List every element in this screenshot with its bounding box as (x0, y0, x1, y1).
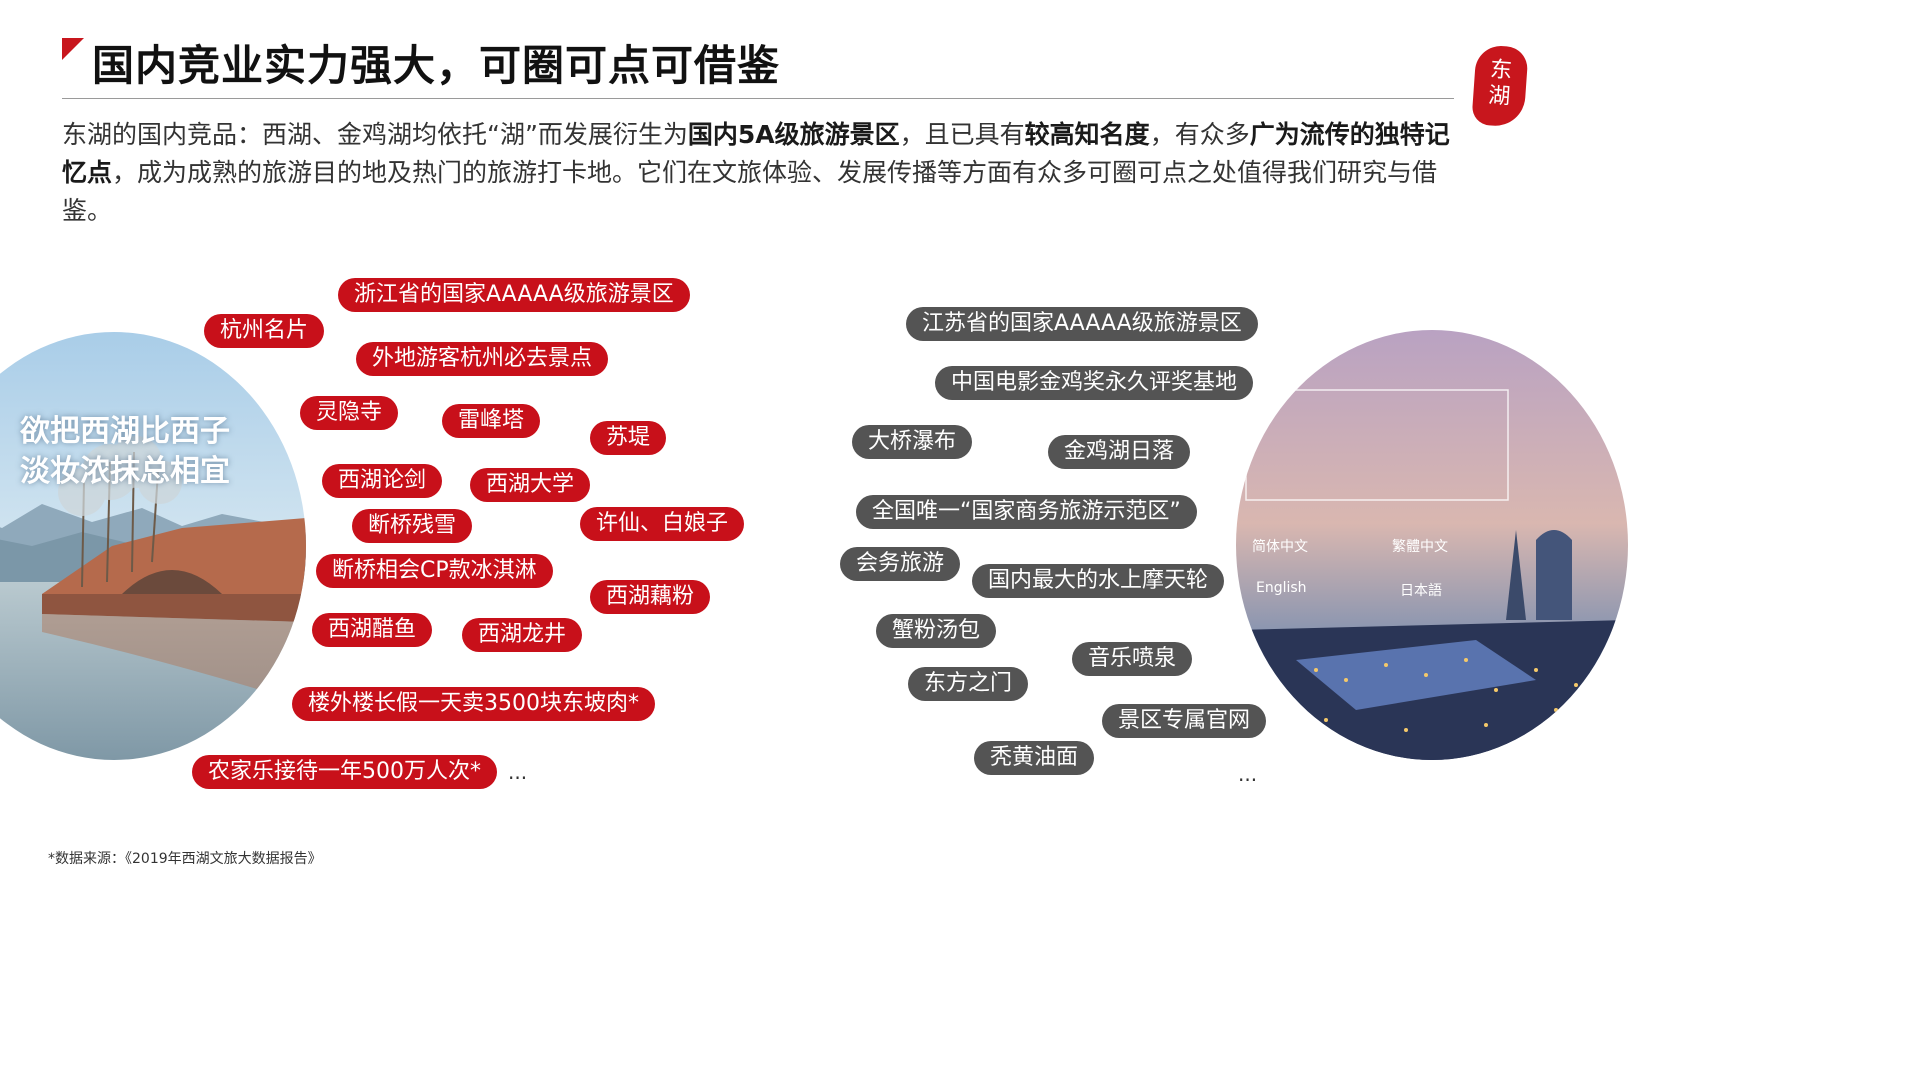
west-lake-ellipsis: ... (508, 760, 528, 784)
jinji-lake-tag: 全国唯一“国家商务旅游示范区” (856, 495, 1197, 529)
west-lake-tag: 西湖藕粉 (590, 580, 711, 614)
west-lake-tag: 西湖龙井 (462, 618, 583, 652)
west-lake-tag: 杭州名片 (204, 314, 325, 348)
jinji-lake-tag: 东方之门 (908, 667, 1029, 701)
intro-paragraph: 东湖的国内竞品：西湖、金鸡湖均依托“湖”而发展衍生为国内5A级旅游景区，且已具有… (62, 116, 1462, 230)
jinji-lake-tag: 蟹粉汤包 (876, 614, 997, 648)
donghu-seal-logo: 东 湖 (1471, 44, 1529, 128)
data-source-footnote: *数据来源：《2019年西湖文旅大数据报告》 (48, 851, 322, 867)
west-lake-tag: 农家乐接待一年500万人次* (192, 755, 497, 789)
jinji-lake-scene (1236, 330, 1628, 760)
lang-english[interactable]: English (1256, 580, 1307, 596)
title-divider (62, 98, 1454, 99)
jinji-lake-photo (1236, 330, 1628, 760)
west-lake-tag: 西湖论剑 (322, 464, 443, 498)
intro-text: ，有众多 (1149, 120, 1250, 149)
lang-traditional-chinese[interactable]: 繁體中文 (1392, 539, 1448, 555)
west-lake-tag: 雷峰塔 (442, 404, 541, 438)
jinji-lake-tag: 国内最大的水上摩天轮 (972, 564, 1225, 598)
seal-char-1: 东 (1489, 57, 1513, 84)
jinji-lake-tag: 音乐喷泉 (1072, 642, 1193, 676)
intro-highlight: 国内5A级旅游景区 (687, 120, 900, 149)
jinji-lake-tag: 秃黄油面 (974, 741, 1095, 775)
west-lake-tag: 断桥残雪 (352, 509, 473, 543)
west-lake-tag: 苏堤 (590, 421, 667, 455)
west-lake-tag: 外地游客杭州必去景点 (356, 342, 609, 376)
page-title: 国内竞业实力强大，可圈可点可借鉴 (92, 41, 781, 90)
intro-highlight: 较高知名度 (1024, 120, 1150, 149)
poem-line-2: 淡妆浓抹总相宜 (20, 454, 230, 489)
intro-text: ，成为成熟的旅游目的地及热门的旅游打卡地。它们在文旅体验、发展传播等方面有众多可… (62, 158, 1438, 225)
jinji-lake-tag: 金鸡湖日落 (1048, 435, 1191, 469)
west-lake-tag: 楼外楼长假一天卖3500块东坡肉* (292, 687, 655, 721)
west-lake-tag: 断桥相会CP款冰淇淋 (316, 554, 553, 588)
poem-line-1: 欲把西湖比西子 (20, 414, 230, 449)
seal-char-2: 湖 (1487, 83, 1512, 110)
west-lake-poem: 欲把西湖比西子 淡妆浓抹总相宜 (20, 412, 230, 492)
west-lake-scene (0, 332, 306, 760)
west-lake-tag: 许仙、白娘子 (580, 507, 745, 541)
west-lake-tag: 西湖大学 (470, 468, 591, 502)
jinji-lake-tag: 会务旅游 (840, 547, 961, 581)
title-corner-mark (62, 38, 84, 60)
west-lake-tag: 浙江省的国家AAAAA级旅游景区 (338, 278, 690, 312)
west-lake-photo (0, 332, 306, 760)
lang-simplified-chinese[interactable]: 简体中文 (1252, 539, 1308, 555)
jinji-lake-tag: 江苏省的国家AAAAA级旅游景区 (906, 307, 1258, 341)
jinji-lake-tag: 大桥瀑布 (852, 425, 973, 459)
jinji-lake-ellipsis: ... (1238, 762, 1258, 786)
jinji-lake-tag: 中国电影金鸡奖永久评奖基地 (935, 366, 1254, 400)
west-lake-tag: 灵隐寺 (300, 396, 399, 430)
west-lake-tag: 西湖醋鱼 (312, 613, 433, 647)
lang-japanese[interactable]: 日本語 (1400, 583, 1442, 599)
jinji-lake-tag: 景区专属官网 (1102, 704, 1267, 738)
intro-text: 东湖的国内竞品：西湖、金鸡湖均依托“湖”而发展衍生为 (62, 120, 688, 149)
intro-highlight: 广为流传的独特记忆点 (62, 120, 1450, 187)
intro-text: ，且已具有 (899, 120, 1025, 149)
